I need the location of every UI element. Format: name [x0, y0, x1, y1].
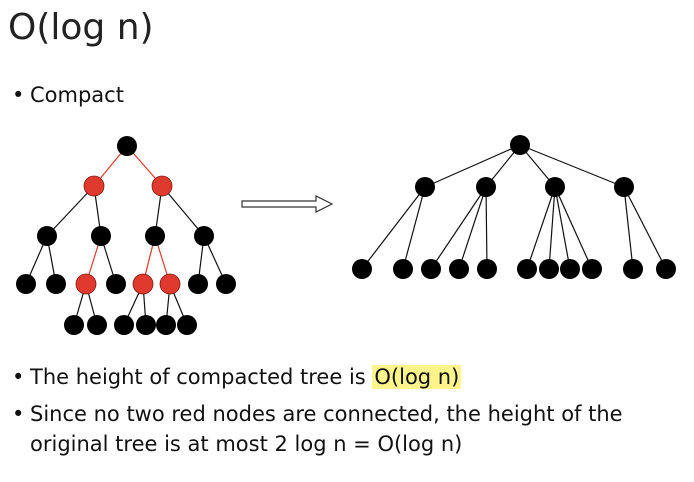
tree-edge — [519, 144, 625, 188]
tree-node-black — [106, 274, 126, 294]
right-arrow-icon — [241, 195, 334, 213]
bullet-dot: • — [12, 365, 25, 389]
tree-edge — [424, 144, 521, 188]
tree-node-black — [510, 135, 530, 155]
tree-node-black — [614, 177, 634, 197]
tree-edge — [554, 186, 593, 270]
bullet-height-text: The height of compacted tree is — [30, 365, 373, 389]
tree-node-black — [136, 315, 156, 335]
tree-edge — [161, 185, 205, 237]
tree-node-black — [37, 226, 57, 246]
tree-node-black — [560, 259, 580, 279]
tree-edge — [554, 186, 571, 270]
tree-node-red — [83, 175, 105, 197]
original-tree — [16, 136, 236, 335]
tree-edge — [526, 186, 556, 270]
compacted-tree — [352, 135, 676, 279]
tree-edge — [402, 186, 426, 270]
tree-node-black — [156, 315, 176, 335]
bullet-red-line1: Since no two red nodes are connected, th… — [30, 402, 623, 426]
tree-node-red — [151, 175, 173, 197]
tree-node-black — [517, 259, 537, 279]
tree-node-black — [188, 274, 208, 294]
tree-node-black — [582, 259, 602, 279]
tree-node-black — [216, 274, 236, 294]
tree-node-black — [87, 315, 107, 335]
bullet-red-nodes-text: Since no two red nodes are connected, th… — [30, 399, 670, 459]
tree-node-black — [449, 259, 469, 279]
tree-edge — [623, 186, 667, 270]
tree-node-red — [159, 273, 181, 295]
tree-node-black — [114, 315, 134, 335]
tree-edge — [623, 186, 634, 270]
tree-node-black — [117, 136, 137, 156]
tree-node-black — [64, 315, 84, 335]
tree-edge — [485, 186, 488, 270]
tree-edge — [361, 186, 426, 270]
tree-node-black — [415, 177, 435, 197]
tree-edge — [430, 186, 487, 270]
bullet-height: •The height of compacted tree is O(log n… — [12, 362, 462, 392]
slide-title: O(log n) — [8, 7, 154, 48]
tree-node-black — [421, 259, 441, 279]
tree-node-black — [476, 177, 496, 197]
tree-node-black — [623, 259, 643, 279]
tree-node-black — [656, 259, 676, 279]
tree-node-black — [477, 259, 497, 279]
tree-node-black — [16, 274, 36, 294]
tree-node-black — [393, 259, 413, 279]
bullet-dot: • — [12, 83, 25, 107]
tree-edge — [548, 186, 556, 270]
tree-edge — [458, 186, 487, 270]
tree-node-black — [539, 259, 559, 279]
tree-node-red — [132, 273, 154, 295]
tree-node-red — [75, 273, 97, 295]
bullet-red-line2: original tree is at most 2 log n = O(log… — [30, 432, 463, 456]
bullet-compact: •Compact — [12, 80, 124, 110]
bullet-compact-text: Compact — [30, 83, 124, 107]
tree-node-black — [145, 226, 165, 246]
tree-node-black — [177, 315, 197, 335]
tree-node-black — [545, 177, 565, 197]
tree-edge — [46, 185, 95, 237]
tree-node-black — [194, 226, 214, 246]
tree-node-black — [91, 226, 111, 246]
tree-node-black — [46, 274, 66, 294]
bullet-red-nodes: •Since no two red nodes are connected, t… — [12, 399, 682, 459]
highlighted-complexity: O(log n) — [372, 365, 462, 389]
bullet-dot: • — [12, 402, 25, 426]
tree-node-black — [352, 259, 372, 279]
